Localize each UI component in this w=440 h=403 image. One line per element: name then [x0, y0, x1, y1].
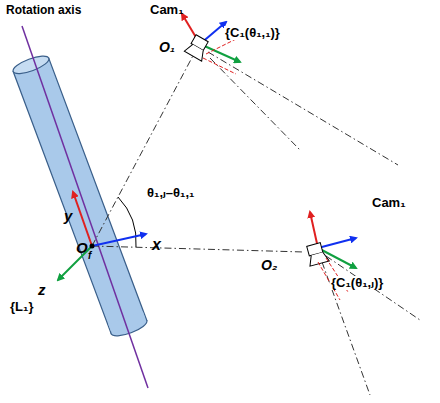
axis-letter: z [38, 282, 46, 299]
origin-letter: O [76, 240, 88, 257]
x-axis [92, 234, 146, 246]
sight-lines [92, 50, 420, 395]
camera-name: Cam₁ [372, 196, 406, 210]
origin-label: O₂ [260, 258, 278, 273]
origin-label: O₁ [158, 40, 176, 55]
axis-letter: x [152, 236, 161, 254]
origin-subscript: f [88, 250, 91, 261]
camera-1 [182, 14, 240, 74]
axis-letter: y [64, 208, 72, 225]
camera-name: Cam₁ [150, 3, 184, 17]
rotation-axis [22, 26, 148, 388]
frame-label: {C₁(θ₁,ⱼ)} [330, 276, 384, 290]
frame-label: {L₁} [10, 300, 33, 314]
axis-title: Rotation axis [6, 4, 81, 17]
y-axis [73, 192, 92, 246]
origin-dot [90, 244, 95, 249]
angle-label: θ₁,ⱼ–θ₁,₁ [146, 186, 196, 200]
cylinder [11, 53, 149, 340]
frame-label: {C₁(θ₁,₁)} [224, 26, 281, 40]
